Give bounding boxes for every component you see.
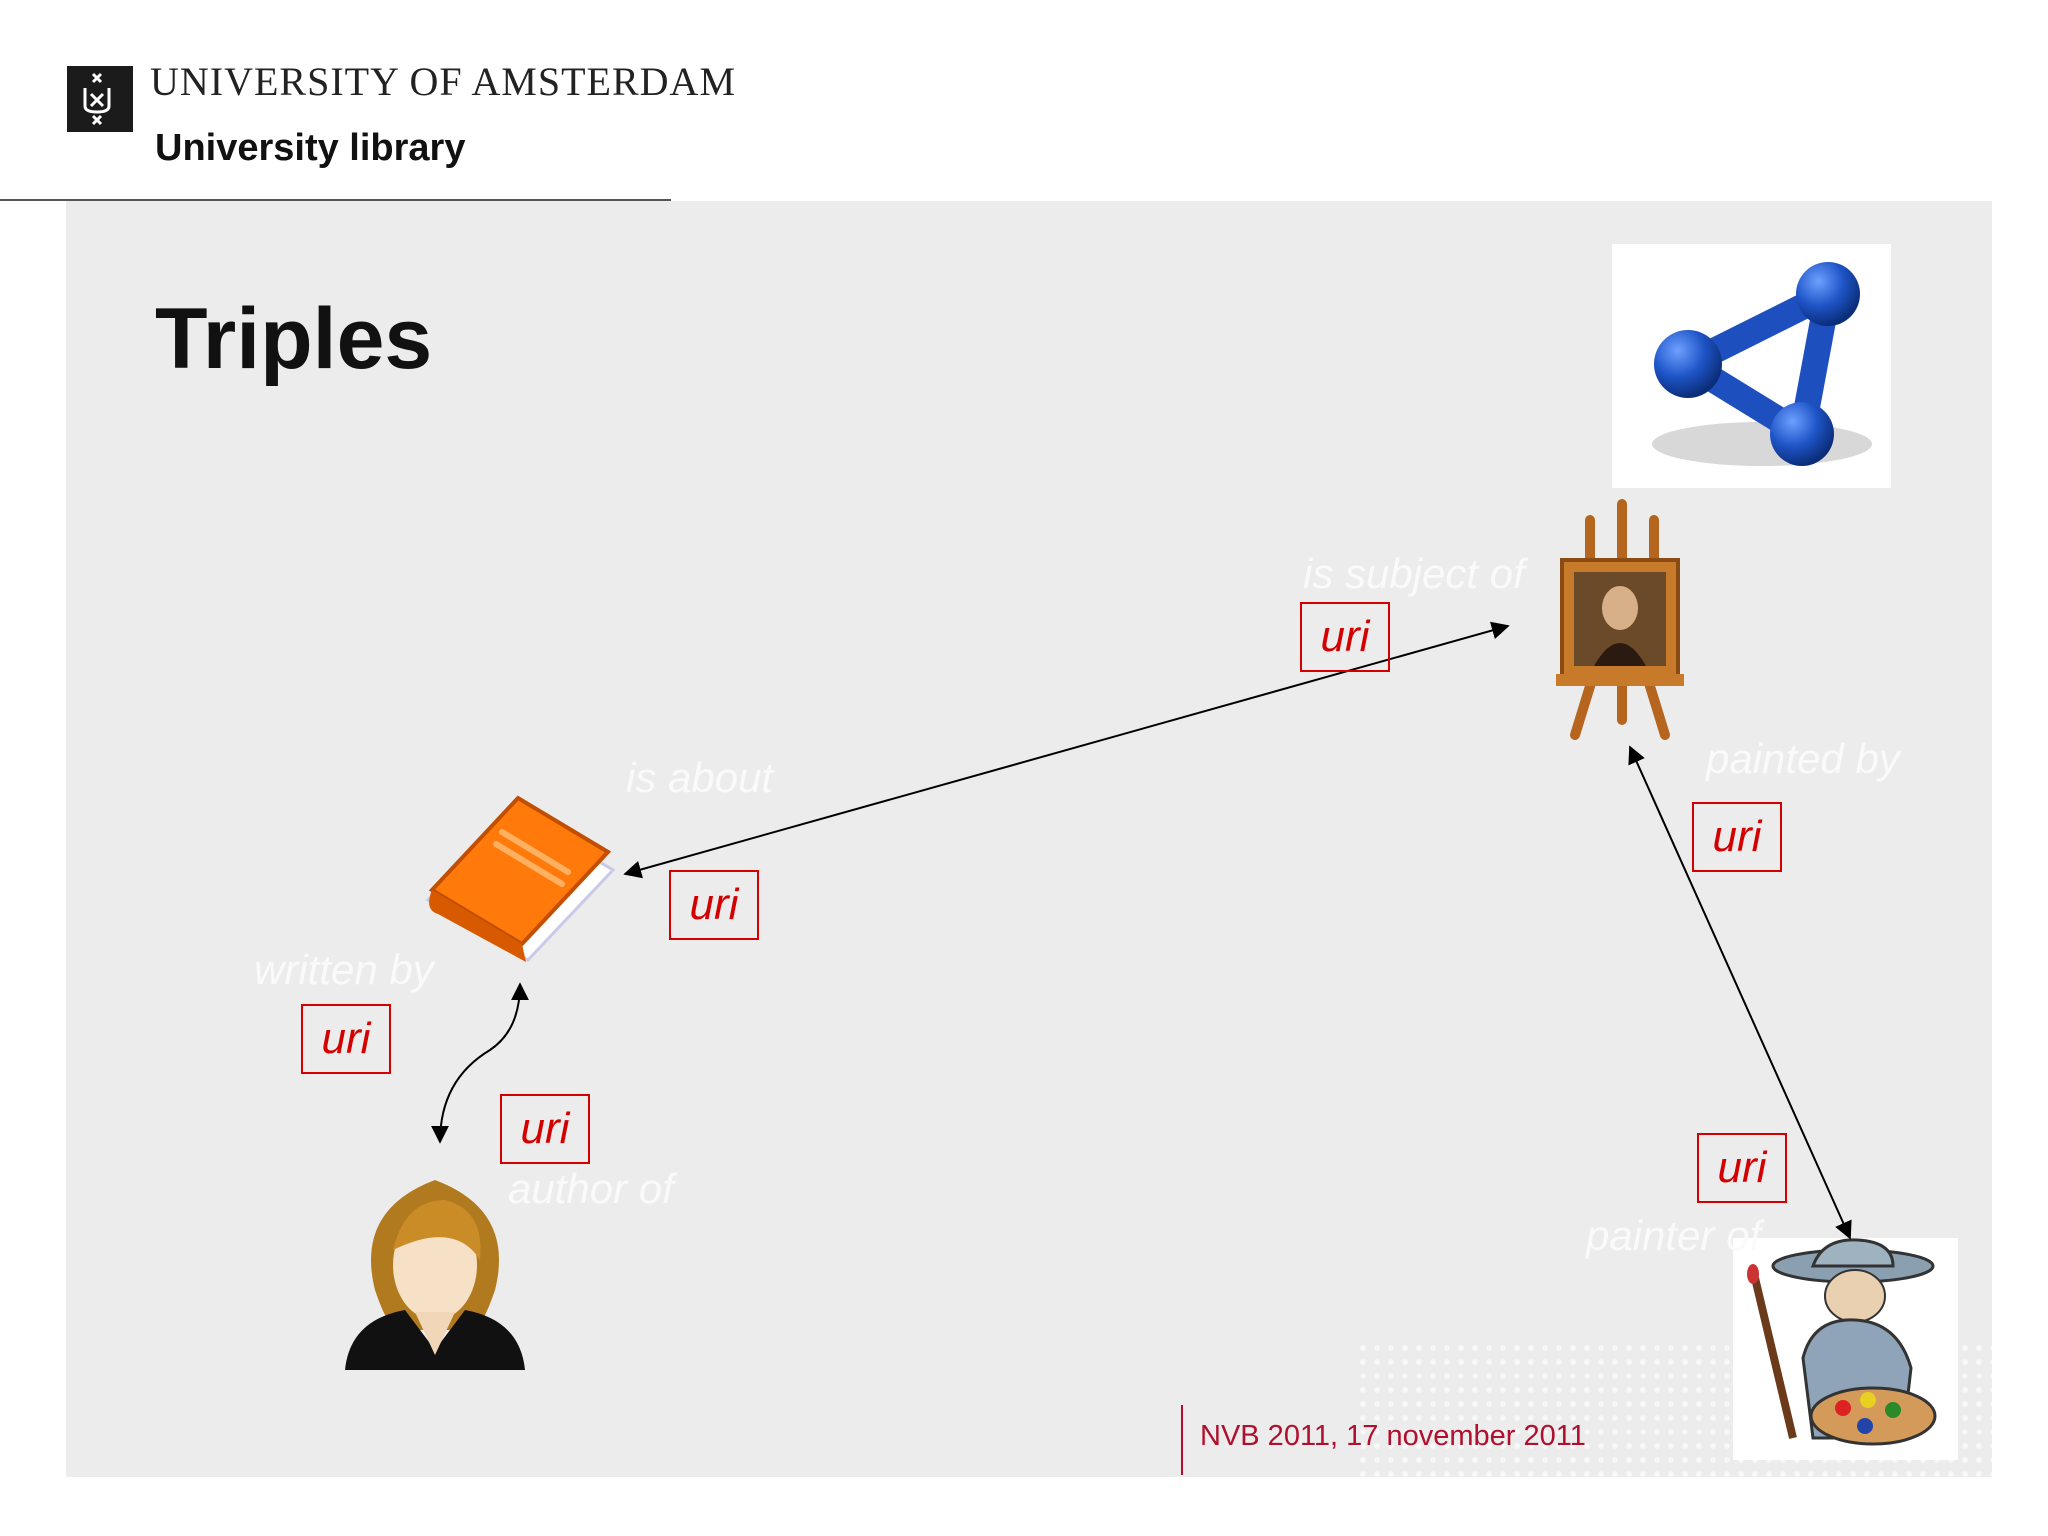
library-name: University library	[155, 127, 466, 169]
label-painted-by: painted by	[1706, 735, 1900, 782]
book-icon	[425, 795, 616, 962]
label-is-about: is about	[626, 754, 774, 801]
label-is-subject-of: is subject of	[1303, 550, 1525, 597]
footer-text: NVB 2011, 17 november 2011	[1200, 1420, 1586, 1452]
woman-avatar-icon	[345, 1180, 525, 1370]
label-written-by: written by	[254, 946, 434, 993]
university-name: UNIVERSITY OF AMSTERDAM	[150, 59, 737, 104]
uri-tag: uri	[1300, 602, 1390, 672]
footer-divider	[1181, 1405, 1183, 1475]
painting-easel-icon	[1556, 499, 1684, 740]
slide-title: Triples	[155, 291, 433, 387]
header-divider	[0, 199, 671, 201]
network-molecule-icon	[1612, 244, 1891, 488]
uri-tag: uri	[301, 1004, 391, 1074]
uri-tag: uri	[669, 870, 759, 940]
painter-icon	[1733, 1238, 1958, 1460]
label-painter-of: painter of	[1586, 1212, 1762, 1259]
label-author-of: author of	[508, 1165, 674, 1212]
uri-tag: uri	[500, 1094, 590, 1164]
uri-tag: uri	[1692, 802, 1782, 872]
uva-logo-icon	[67, 66, 133, 132]
uri-tag: uri	[1697, 1133, 1787, 1203]
